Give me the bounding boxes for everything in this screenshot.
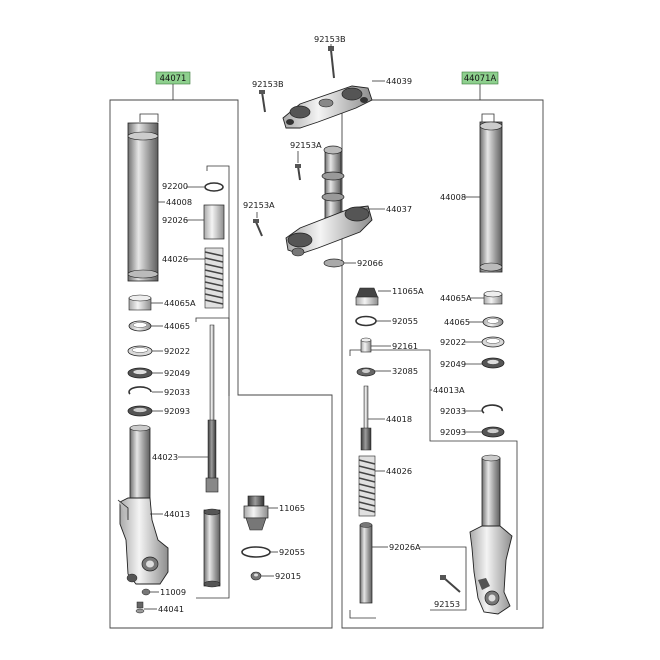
label-lower-bracket: 44037 (386, 204, 412, 214)
label-l-spring: 44026 (162, 254, 188, 264)
label-r-o-ring: 92055 (392, 316, 418, 326)
l-bushing (128, 320, 152, 332)
label-l-damper-rod: 44023 (152, 452, 178, 462)
l-snap-ring (128, 386, 152, 395)
left-reference-tag: 44071 (155, 71, 191, 100)
l-oil-seal (127, 367, 153, 379)
l-dust-seal (127, 405, 153, 417)
r-spacer-leader (420, 546, 467, 611)
label-r-bushing: 44065 (444, 317, 470, 327)
r-cap (355, 287, 379, 306)
label-l-dust-seal: 92093 (164, 406, 190, 416)
r-spring (358, 455, 376, 517)
label-r-washer: 92022 (440, 337, 466, 347)
label-r-cartridge: 44013A (433, 385, 465, 395)
label-r-cap: 11065A (392, 286, 424, 296)
l-nut (250, 571, 262, 581)
l-bushing-a (128, 294, 152, 311)
upper-bracket (282, 85, 373, 129)
label-r-oil-seal: 92049 (440, 359, 466, 369)
r-cartridge-bracket-line (349, 349, 518, 610)
label-r-spacer: 92026A (389, 542, 421, 552)
label-l-drain: 44041 (158, 604, 184, 614)
label-r-rod: 44018 (386, 414, 412, 424)
l-ring-top (204, 182, 224, 192)
r-o-ring (355, 315, 377, 327)
label-bolt-top: 92153B (314, 34, 346, 44)
under-bracket-bolt (295, 164, 301, 181)
r-washer (481, 336, 505, 348)
r-bushing (482, 316, 504, 328)
label-bolt-upper-left: 92153B (252, 79, 284, 89)
label-r-dust-seal: 92093 (440, 427, 466, 437)
l-washer (127, 345, 153, 357)
label-seal-ring: 92066 (357, 258, 383, 268)
label-l-spacer: 92026 (162, 215, 188, 225)
label-upper-bracket: 44039 (386, 76, 412, 86)
r-inner-tube (469, 454, 513, 615)
label-bolt-lower-left: 92153A (243, 200, 275, 210)
r-axle-bolt (440, 575, 461, 593)
l-inner-tube (117, 424, 169, 585)
label-r-bushing-a: 44065A (440, 293, 472, 303)
stem-seal-ring (323, 258, 345, 268)
label-r-piston: 32085 (392, 366, 418, 376)
right-reference-label: 44071A (464, 73, 497, 83)
l-bleed-screw (141, 588, 151, 596)
label-l-o-ring: 92055 (279, 547, 305, 557)
label-l-inner-tube: 44013 (164, 509, 190, 519)
label-l-cap-bolt: 11065 (279, 503, 305, 513)
label-r-snap-ring: 92033 (440, 406, 466, 416)
label-r-spring: 44026 (386, 466, 412, 476)
upper-bolt (328, 46, 335, 79)
label-r-outer-tube: 44008 (440, 192, 466, 202)
r-snap-ring (481, 404, 503, 414)
upper-left-bolt (259, 90, 266, 113)
l-drain-bolt (135, 601, 145, 614)
left-reference-label: 44071 (160, 73, 187, 83)
l-spacer (203, 204, 225, 240)
l-cap-bolt (243, 495, 269, 531)
lower-left-bolt (253, 219, 263, 237)
label-l-nut: 92015 (275, 571, 301, 581)
r-oil-seal (481, 357, 505, 369)
label-r-collar: 92161 (392, 341, 418, 351)
label-l-bleed: 11009 (160, 587, 186, 597)
label-l-bushing-a: 44065A (164, 298, 196, 308)
label-bolt-under-bracket: 92153A (290, 140, 322, 150)
right-outer-tube (479, 113, 503, 273)
left-outer-tube (127, 113, 159, 282)
lower-bracket (285, 145, 373, 257)
right-reference-tag: 44071A (461, 71, 499, 100)
label-l-ring-top: 92200 (162, 181, 188, 191)
label-l-outer-tube: 44008 (166, 197, 192, 207)
label-l-washer: 92022 (164, 346, 190, 356)
r-rod (360, 385, 372, 451)
label-l-oil-seal: 92049 (164, 368, 190, 378)
label-l-bushing: 44065 (164, 321, 190, 331)
right-assembly-frame (341, 99, 544, 629)
l-damper-rod (195, 317, 230, 599)
label-r-axle-bolt: 92153 (434, 599, 460, 609)
r-spacer (349, 522, 376, 619)
r-collar (360, 337, 372, 353)
r-piston (356, 367, 376, 377)
label-l-snap-ring: 92033 (164, 387, 190, 397)
left-assembly-frame (109, 99, 333, 629)
l-spacer-bracket-line (206, 165, 230, 396)
r-bushing-a (483, 290, 503, 305)
l-o-ring (241, 546, 271, 558)
l-spring (204, 247, 224, 309)
r-dust-seal (481, 426, 505, 438)
